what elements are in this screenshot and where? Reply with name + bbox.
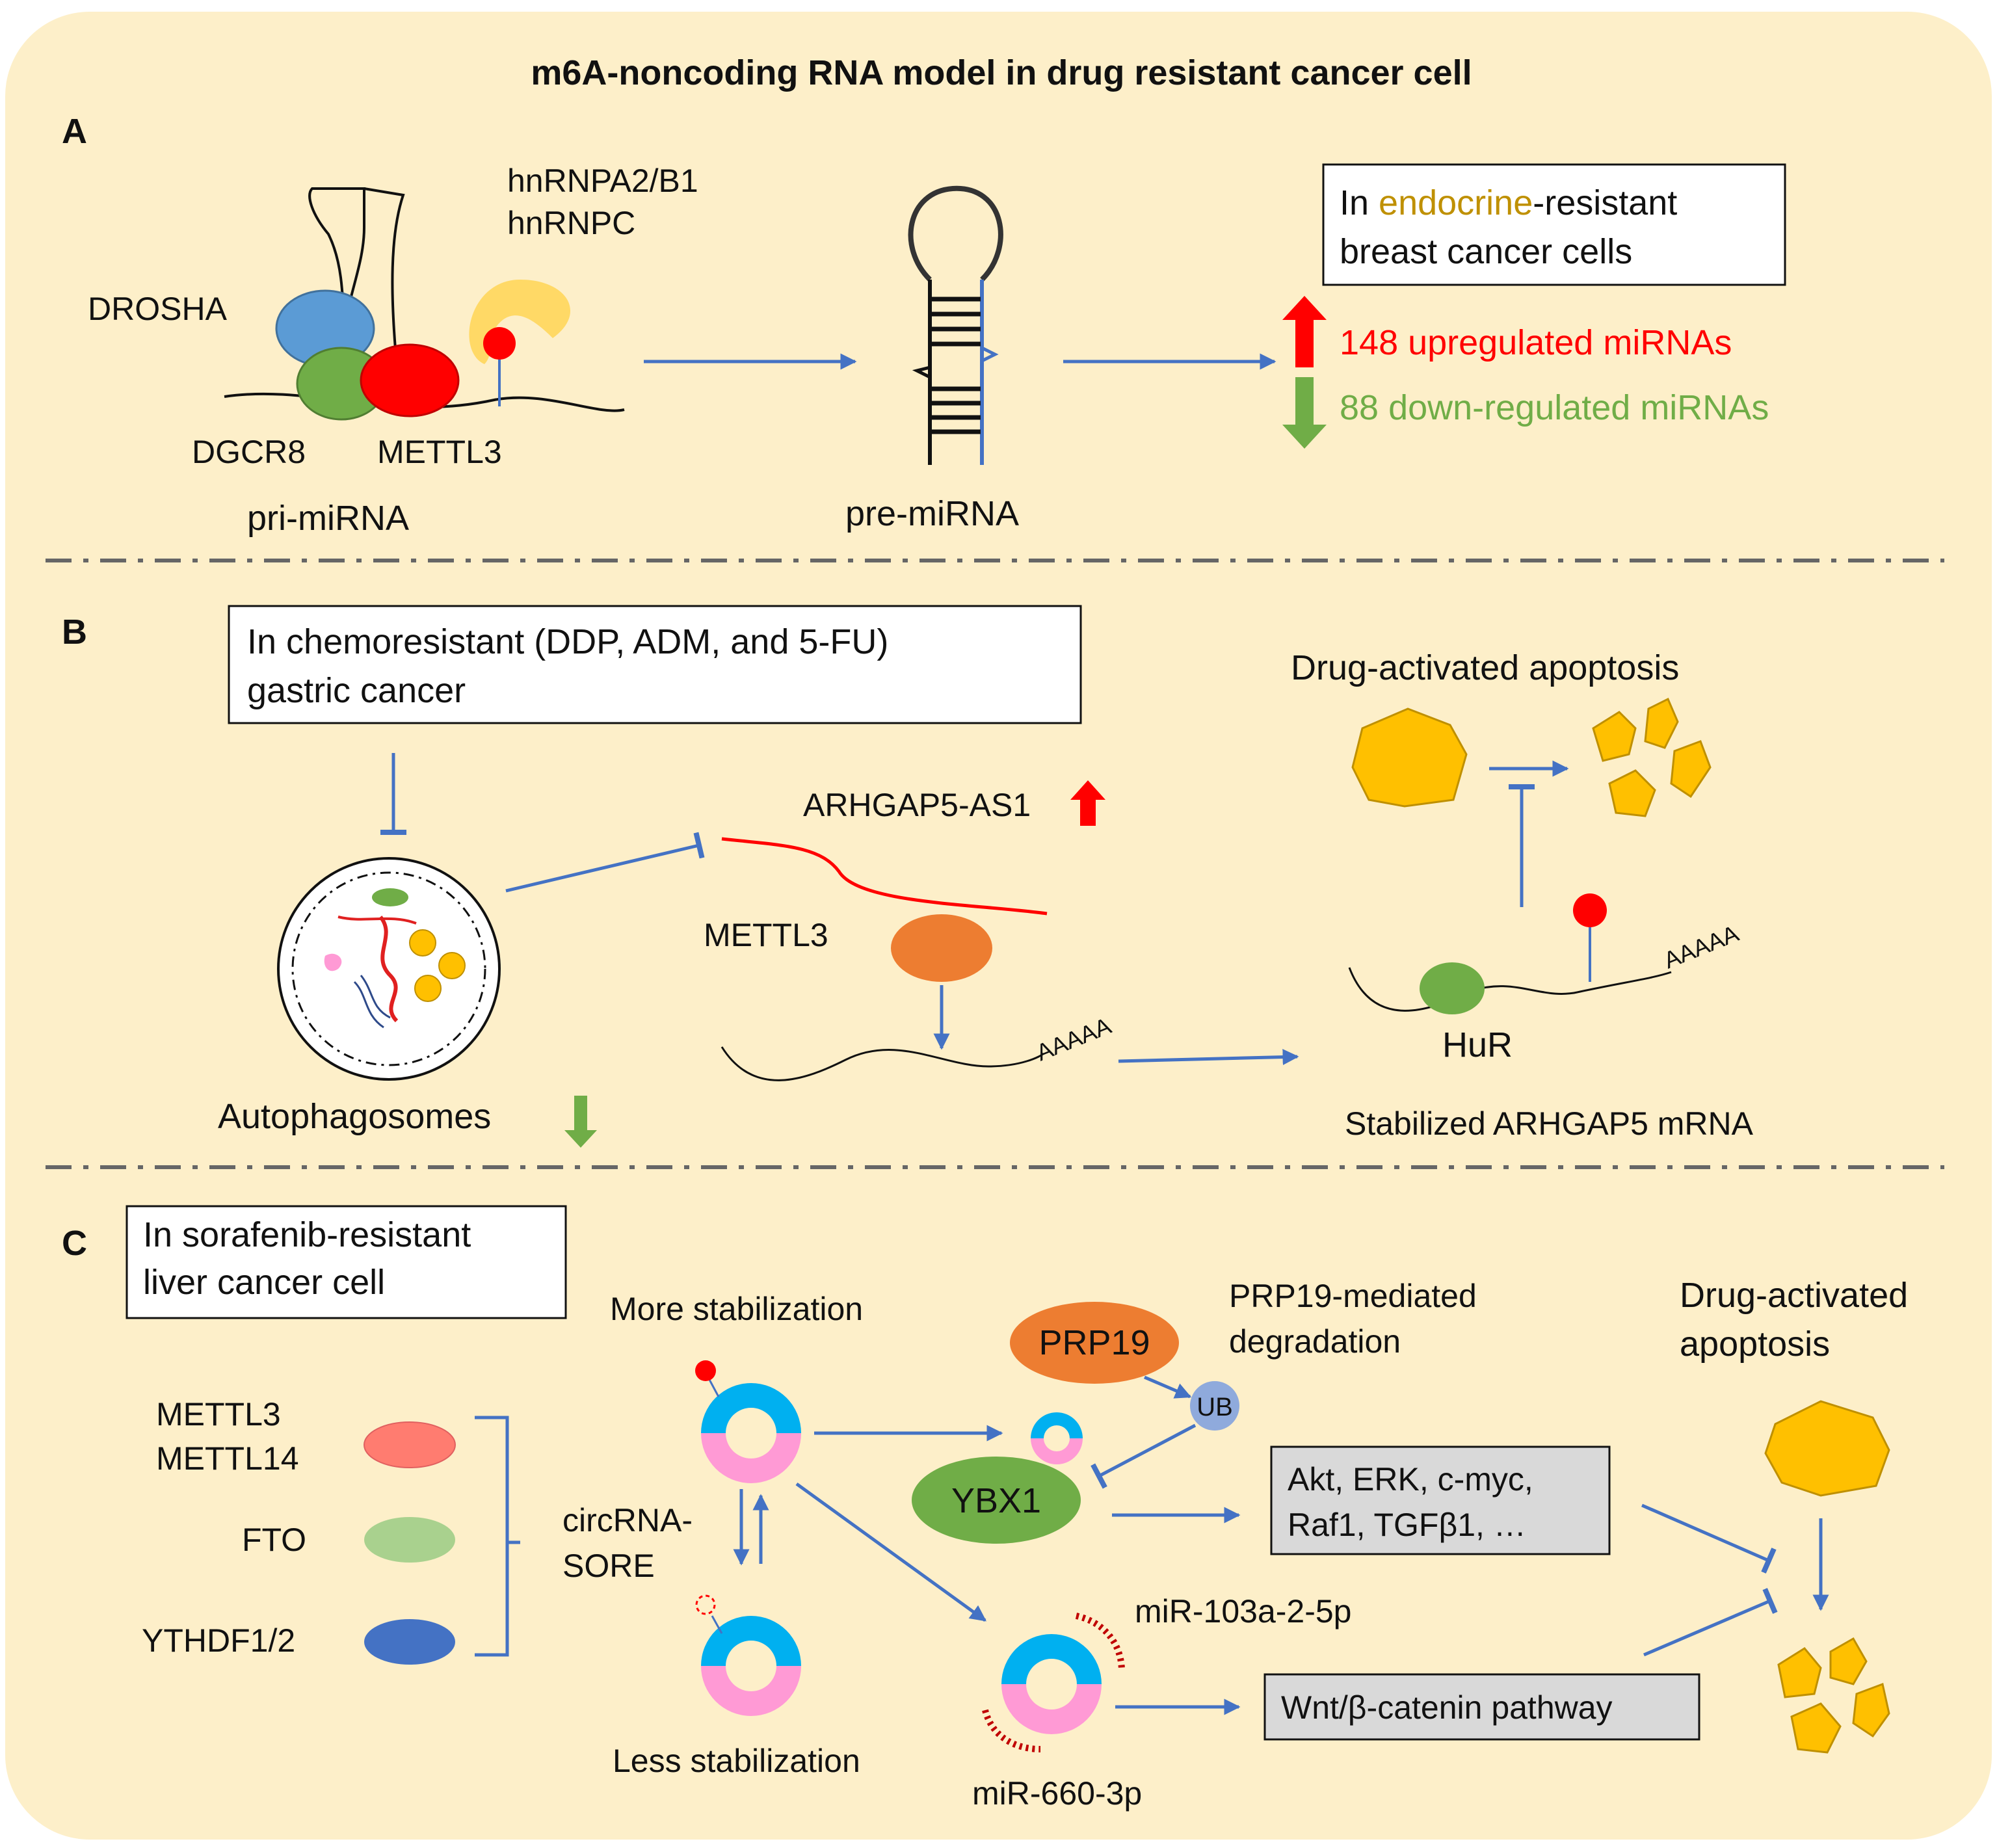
apoptosis-fragment-c1	[1777, 1647, 1822, 1698]
autophagosome-down-arrow-icon	[564, 1096, 597, 1148]
apoptosis-fragment-4	[1608, 769, 1656, 817]
arhgap5-as1-label: ARHGAP5-AS1	[803, 787, 1031, 823]
drug-apoptosis-b-label: Drug-activated apoptosis	[1291, 648, 1679, 687]
akt-box-line2: Raf1, TGFβ1, …	[1288, 1507, 1526, 1543]
hur-protein	[1420, 962, 1485, 1014]
apoptosis-fragment-3	[1670, 740, 1712, 799]
apoptosis-fragment-c4	[1790, 1702, 1842, 1754]
downregulated-text: 88 down-regulated miRNAs	[1340, 388, 1769, 427]
prp19-protein	[1010, 1302, 1179, 1384]
ub-label: UB	[1197, 1393, 1233, 1421]
less-stabilization-label: Less stabilization	[613, 1743, 860, 1779]
akt-box	[1270, 1445, 1611, 1555]
endocrine-box	[1322, 163, 1786, 286]
panel-c-label: C	[62, 1224, 87, 1263]
prp19-label: PRP19	[1038, 1323, 1150, 1362]
background-panel	[5, 12, 1992, 1840]
mir103-strand	[1075, 1613, 1125, 1672]
ythdf-label: YTHDF1/2	[142, 1622, 295, 1659]
chemoresistant-box-line1: In chemoresistant (DDP, ADM, and 5-FU)	[247, 622, 888, 661]
dgcr8-label: DGCR8	[192, 434, 306, 470]
stabilized-label: Stabilized ARHGAP5 mRNA	[1345, 1105, 1754, 1142]
pre-mirna-label: pre-miRNA	[845, 494, 1019, 533]
akt-box-line1: Akt, ERK, c-myc,	[1288, 1461, 1533, 1498]
mettl14-label-c: METTL14	[156, 1440, 299, 1477]
pri-mirna-label: pri-miRNA	[247, 499, 409, 538]
upregulated-text: 148 upregulated miRNAs	[1340, 323, 1732, 362]
ybx1-protein	[912, 1457, 1081, 1544]
mir660-strand	[982, 1709, 1041, 1752]
prp19-mediated-line2: degradation	[1229, 1323, 1401, 1360]
fto-protein	[364, 1517, 455, 1563]
apoptosis-fragment-c3	[1852, 1682, 1890, 1738]
m6a-mark-b	[1573, 893, 1607, 927]
arhgap5-as1-up-arrow-icon	[1070, 780, 1105, 826]
m6a-mark	[483, 327, 516, 360]
apoptosis-fragment-2	[1644, 697, 1679, 749]
panel-b-label: B	[62, 613, 87, 652]
mettl3-label-b: METTL3	[704, 917, 828, 953]
wnt-box	[1263, 1673, 1700, 1741]
stabilized-mrna	[1348, 967, 1672, 1012]
fto-label: FTO	[242, 1522, 306, 1558]
autophagosome	[277, 857, 501, 1081]
sorafenib-box-line1: In sorafenib-resistant	[143, 1215, 471, 1254]
sorafenib-box	[126, 1205, 567, 1319]
bracket	[475, 1416, 520, 1657]
arhgap5-as1-rna	[721, 837, 1048, 916]
circrna-sponge	[1001, 1634, 1102, 1734]
hnrnpa-label: hnRNPA2/B1	[507, 163, 698, 199]
inhibit-akt-to-apoptosis	[1641, 1503, 1777, 1574]
inhibit-ub-to-ybx1	[1091, 1423, 1197, 1489]
apoptosis-cell-intact-c	[1764, 1400, 1890, 1497]
apoptosis-cell-intact	[1351, 707, 1468, 808]
figure-title: m6A-noncoding RNA model in drug resistan…	[531, 53, 1472, 92]
hnrnp-protein	[469, 280, 571, 364]
drosha-label: DROSHA	[88, 291, 228, 327]
sorafenib-box-line2: liver cancer cell	[143, 1263, 385, 1302]
arhgap5-mrna-b	[721, 1046, 1045, 1081]
endocrine-box-line1: In endocrine-resistant	[1340, 183, 1677, 222]
panel-a-label: A	[62, 112, 87, 151]
circrna-label-line1: circRNA-	[562, 1502, 693, 1538]
mettl3-protein-b	[891, 914, 992, 982]
wnt-label: Wnt/β-catenin pathway	[1281, 1689, 1613, 1726]
ybx1-label: YBX1	[951, 1481, 1041, 1520]
inhibit-wnt-to-apoptosis	[1643, 1588, 1778, 1657]
prp19-mediated-line1: PRP19-mediated	[1229, 1278, 1477, 1314]
autophagosomes-label: Autophagosomes	[218, 1097, 491, 1136]
apoptosis-fragment-1	[1592, 711, 1637, 762]
pre-mirna-hairpin	[908, 185, 1003, 465]
circrna-stable	[695, 1360, 801, 1483]
inhibit-autophagosome-to-arhgap5	[505, 832, 705, 893]
mettl3-label: METTL3	[377, 434, 502, 470]
ythdf-protein	[364, 1619, 455, 1665]
more-stabilization-label: More stabilization	[610, 1291, 863, 1327]
apoptosis-fragment-c2	[1829, 1637, 1868, 1685]
drug-apoptosis-c-line2: apoptosis	[1680, 1325, 1830, 1364]
mettl3-protein	[360, 343, 460, 417]
circrna-less-stable	[695, 1594, 801, 1716]
down-arrow-icon	[1282, 377, 1327, 449]
circrna-small	[1031, 1412, 1083, 1464]
drug-apoptosis-c-line1: Drug-activated	[1680, 1276, 1908, 1315]
hur-label: HuR	[1442, 1025, 1513, 1064]
mir660-label: miR-660-3p	[972, 1775, 1142, 1812]
mettl3-label-c: METTL3	[156, 1396, 281, 1432]
up-arrow-icon	[1282, 296, 1327, 367]
arrow-prp19-to-ub	[1144, 1375, 1192, 1399]
circrna-label-line2: SORE	[562, 1548, 655, 1584]
arrow-to-sponge-circrna	[795, 1482, 987, 1622]
chemoresistant-box	[228, 605, 1082, 724]
endocrine-box-line2: breast cancer cells	[1340, 232, 1632, 271]
mir103-label: miR-103a-2-5p	[1135, 1593, 1351, 1630]
mettl3-mettl14-protein	[364, 1421, 456, 1468]
arrow-to-stabilized	[1118, 1049, 1299, 1066]
chemoresistant-box-line2: gastric cancer	[247, 671, 466, 710]
hnrnpc-label: hnRNPC	[507, 205, 635, 241]
ub-circle	[1190, 1381, 1239, 1431]
